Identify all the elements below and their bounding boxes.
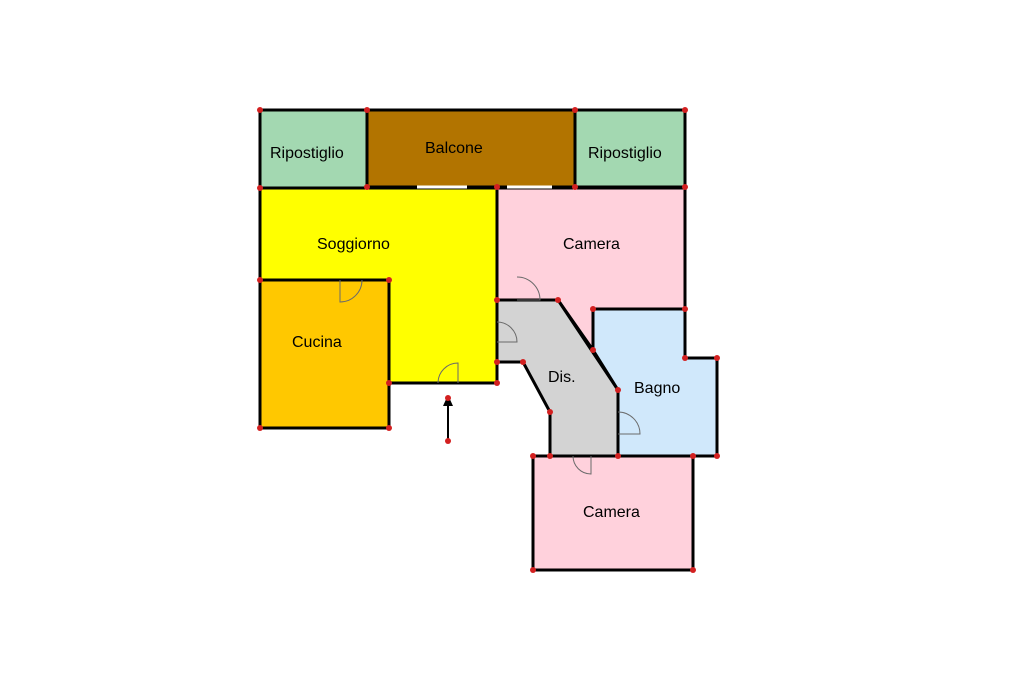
label-camera-top: Camera xyxy=(563,236,620,253)
label-ripostiglio-right: Ripostiglio xyxy=(588,145,662,162)
label-camera-bottom: Camera xyxy=(583,504,640,521)
label-bagno: Bagno xyxy=(634,380,680,397)
entrance-node xyxy=(445,438,451,444)
room-cucina[interactable] xyxy=(258,278,391,430)
room-ripostiglio-left[interactable] xyxy=(258,108,369,190)
label-ripostiglio-left: Ripostiglio xyxy=(270,145,344,162)
label-dis: Dis. xyxy=(548,369,576,386)
door-soggiorno xyxy=(496,321,518,343)
label-cucina: Cucina xyxy=(292,334,342,351)
corner-nodes xyxy=(257,107,720,573)
door-camera-bottom xyxy=(572,455,592,475)
door-bagno xyxy=(617,411,641,435)
door-entrance xyxy=(437,362,459,384)
entrance-node xyxy=(445,395,451,401)
label-balcone: Balcone xyxy=(425,140,483,157)
label-soggiorno: Soggiorno xyxy=(317,236,390,253)
door-camera-top xyxy=(516,276,541,301)
room-camera-bottom[interactable] xyxy=(531,454,695,572)
door-cucina xyxy=(339,279,363,303)
room-balcone[interactable] xyxy=(365,108,577,189)
